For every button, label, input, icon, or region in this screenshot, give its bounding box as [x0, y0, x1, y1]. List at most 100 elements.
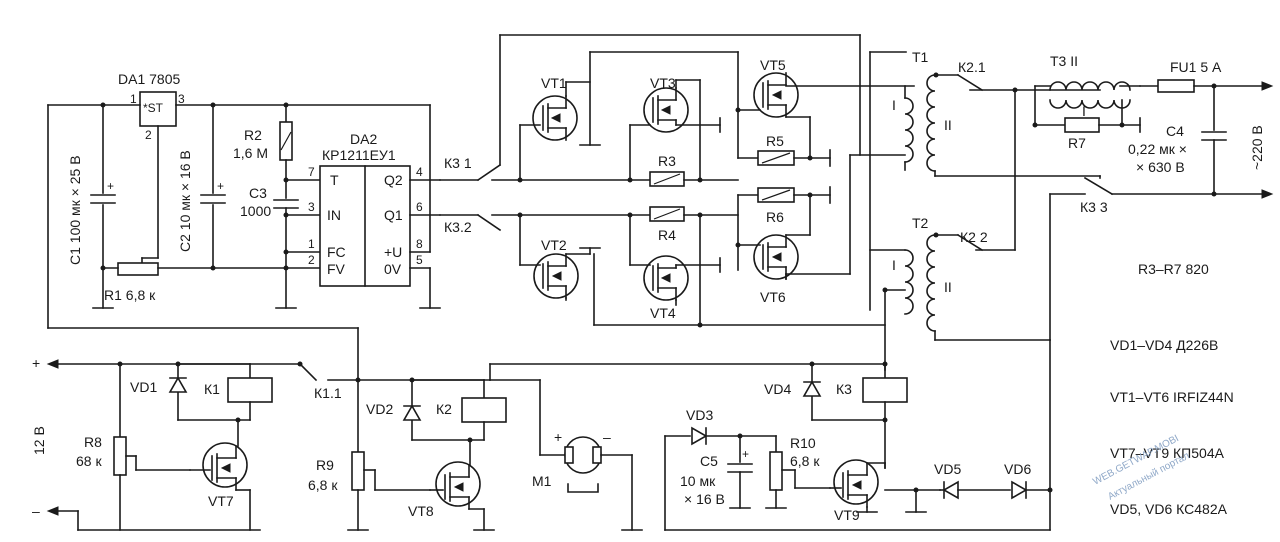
vd4-diode — [802, 380, 822, 397]
m1-minus-label: – — [603, 429, 611, 445]
k3-1-label: К3 1 — [444, 155, 472, 171]
vt8-label: VT8 — [408, 503, 434, 519]
svg-text:II: II — [944, 117, 952, 133]
vd6-label: VD6 — [1004, 461, 1031, 477]
r7-label: R7 — [1068, 135, 1086, 151]
c4-label: C4 — [1166, 123, 1184, 139]
svg-text:FV: FV — [327, 261, 346, 277]
k2-1-label: К2.1 — [958, 59, 986, 75]
svg-text:Q2: Q2 — [384, 172, 403, 188]
k2-2-label: К2 2 — [960, 229, 988, 245]
vt4-label: VT4 — [650, 305, 676, 321]
vt9-transistor — [833, 459, 879, 505]
m1-holder — [567, 483, 599, 493]
k3-2-label: К3.2 — [444, 219, 472, 235]
r2-label: R2 — [244, 127, 262, 143]
vd1-vd4-note: VD1–VD4 Д226В — [1110, 337, 1218, 353]
svg-text:2: 2 — [308, 253, 315, 267]
vd6-diode — [1011, 480, 1028, 500]
vt6-label: VT6 — [760, 289, 786, 305]
vd2-diode — [402, 404, 422, 421]
svg-text:4: 4 — [416, 165, 423, 179]
vd5-label: VD5 — [934, 461, 961, 477]
transformers: I II T1 I II T2 К2.1 К2 2 — [849, 34, 1101, 371]
da2-label: DA2 — [350, 131, 377, 147]
svg-text:+: + — [217, 179, 224, 193]
vt3-label: VT3 — [650, 75, 676, 91]
r8-resistor — [113, 436, 127, 476]
vt9-label: VT9 — [834, 507, 860, 523]
r1-resistor — [117, 262, 159, 276]
k1-relay-coil — [227, 377, 273, 403]
k3-label: К3 — [836, 381, 852, 397]
svg-text:6: 6 — [416, 200, 423, 214]
r9-resistor — [351, 451, 365, 491]
r10-label: R10 — [790, 435, 816, 451]
svg-text:Q1: Q1 — [384, 207, 403, 223]
r7-resistor — [1064, 117, 1100, 133]
t1-primary — [904, 97, 914, 163]
control-section: + К1.1 – 12 В R8 68 к VD1 К1 — [31, 327, 1053, 531]
r6-label: R6 — [766, 209, 784, 225]
c3-value: 1000 — [240, 203, 271, 219]
r8-value: 68 к — [76, 453, 102, 469]
t1-secondary — [926, 74, 936, 172]
vt2-label: VT2 — [541, 237, 567, 253]
regulator-section: *ST DA1 7805 1 3 2 + C1 100 мк × 25 В + … — [47, 71, 431, 329]
k2-label: К2 — [436, 401, 452, 417]
t2-primary — [904, 249, 914, 315]
svg-text:T: T — [330, 172, 339, 188]
c5-label: C5 — [700, 453, 718, 469]
c2-label: C2 10 мк × 16 В — [177, 150, 193, 252]
c4-value1: 0,22 мк × — [1128, 141, 1187, 157]
k2-relay-coil — [461, 397, 507, 423]
k3-3-label: К3 3 — [1080, 199, 1108, 215]
v220-label: ~220 В — [1249, 125, 1265, 170]
svg-text:3: 3 — [308, 200, 315, 214]
r1-label: R1 6,8 к — [104, 287, 156, 303]
r5-label: R5 — [766, 133, 784, 149]
vt1-label: VT1 — [541, 75, 567, 91]
r10-resistor — [769, 451, 783, 491]
t1-label: T1 — [912, 49, 929, 65]
vt7-vt9-note: VT7–VT9 КП504А — [1110, 445, 1225, 461]
k1-label: К1 — [204, 381, 220, 397]
vd4-label: VD4 — [764, 381, 791, 397]
vt8-transistor — [435, 461, 481, 507]
k3-relay-coil — [862, 377, 908, 403]
svg-text:+: + — [107, 179, 114, 193]
svg-text:IN: IN — [327, 207, 341, 223]
svg-text:I: I — [892, 97, 896, 113]
vd1-label: VD1 — [130, 379, 157, 395]
da1-pin3: 3 — [178, 92, 185, 106]
vt7-transistor — [202, 442, 248, 488]
r4-label: R4 — [658, 227, 676, 243]
vt7-label: VT7 — [208, 493, 234, 509]
t3-label: T3 II — [1050, 53, 1078, 69]
vd5-vd6-note: VD5, VD6 КС482А — [1110, 501, 1228, 517]
da2-type: КР1211ЕУ1 — [322, 147, 396, 163]
da1-st-label: *ST — [143, 101, 164, 115]
r9-label: R9 — [316, 457, 334, 473]
minus-label: – — [32, 503, 40, 519]
output-section: T3 II I R7 FU1 5 А C4 0,22 мк × × 630 В — [1032, 53, 1274, 517]
r3-label: R3 — [658, 153, 676, 169]
svg-text:5: 5 — [416, 253, 423, 267]
svg-text:+: + — [742, 447, 749, 461]
k1-1-label: К1.1 — [314, 385, 342, 401]
vd1-diode — [168, 376, 188, 393]
t2-label: T2 — [912, 215, 929, 231]
r2-value: 1,6 М — [233, 145, 268, 161]
da2-section: R2 1,6 М C3 1000 DA2 КР1211ЕУ1 7 3 1 2 T… — [92, 104, 441, 309]
vd3-label: VD3 — [686, 407, 713, 423]
c5-value2: × 16 В — [684, 491, 725, 507]
fu1-label: FU1 5 А — [1170, 59, 1222, 75]
vt1-vt6-note: VT1–VT6 IRFIZ44N — [1110, 389, 1234, 405]
c4-value2: × 630 В — [1136, 159, 1185, 175]
t3-winding-ii — [1049, 81, 1131, 91]
r9-value: 6,8 к — [308, 477, 338, 493]
svg-text:0V: 0V — [384, 261, 402, 277]
vt5-label: VT5 — [760, 57, 786, 73]
vd5-diode — [942, 480, 959, 500]
